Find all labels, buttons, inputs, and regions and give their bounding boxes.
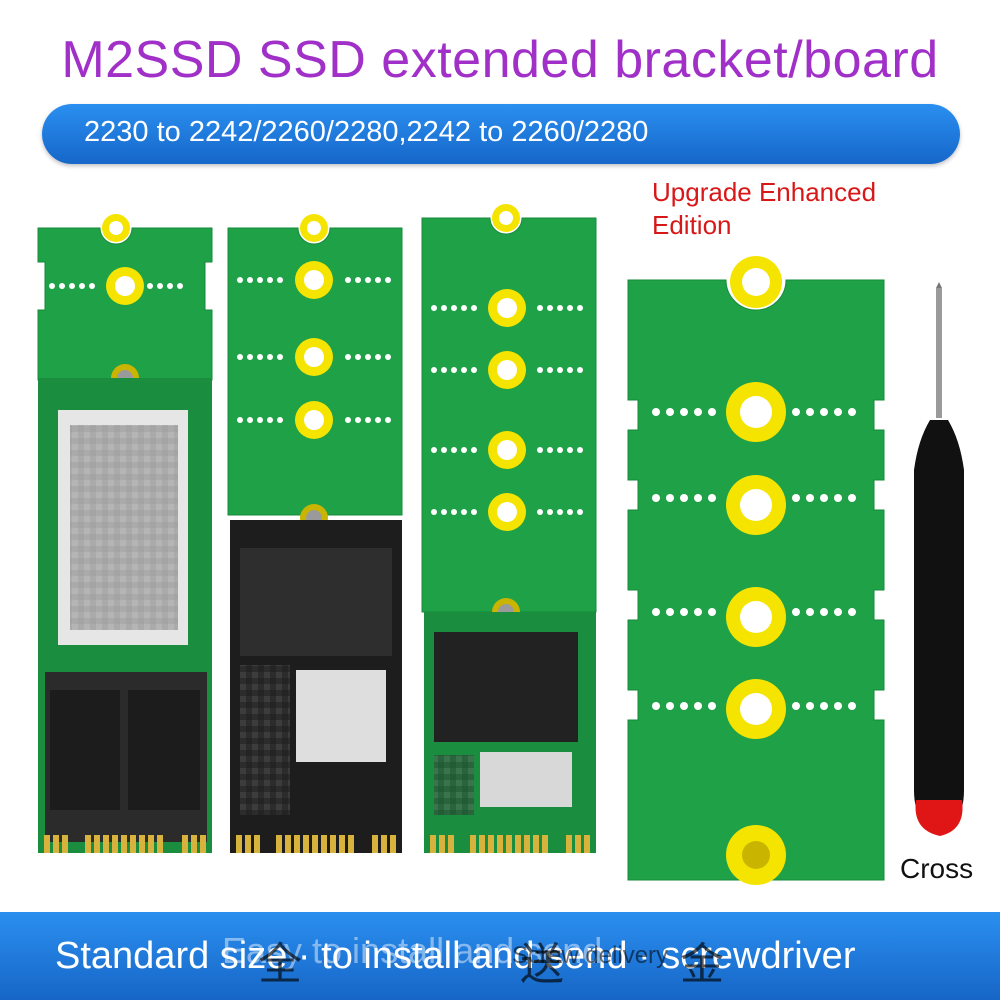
screwdriver-icon xyxy=(914,282,964,836)
ssd-2242 xyxy=(230,520,402,853)
upgrade-badge: Upgrade Enhanced Edition xyxy=(652,177,877,240)
adapter-board-3 xyxy=(421,204,597,626)
bottom-glyph-2: 送 xyxy=(520,940,564,989)
screwdriver-label: Cross xyxy=(900,853,974,884)
bottom-banner xyxy=(0,912,1000,1000)
ssd-2230 xyxy=(424,612,596,853)
bottom-overlay-text: Easy to install and send xyxy=(222,930,603,971)
adapter-board-large xyxy=(627,256,885,885)
adapter-board-2 xyxy=(227,214,403,532)
subtitle-text: 2230 to 2242/2260/2280,2242 to 2260/2280 xyxy=(84,116,649,148)
bottom-overlay-small: Screw delivery xyxy=(512,942,669,969)
page-title: M2SSD SSD extended bracket/board xyxy=(61,31,939,89)
adapter-board-1 xyxy=(37,214,213,392)
ssd-2280 xyxy=(38,378,212,853)
bottom-glyph-3: 金 xyxy=(680,940,724,989)
bottom-banner-text: Standard size · to install and send · sc… xyxy=(55,935,856,977)
subtitle-banner xyxy=(42,104,960,164)
bottom-glyph-1: 全 xyxy=(258,940,302,989)
